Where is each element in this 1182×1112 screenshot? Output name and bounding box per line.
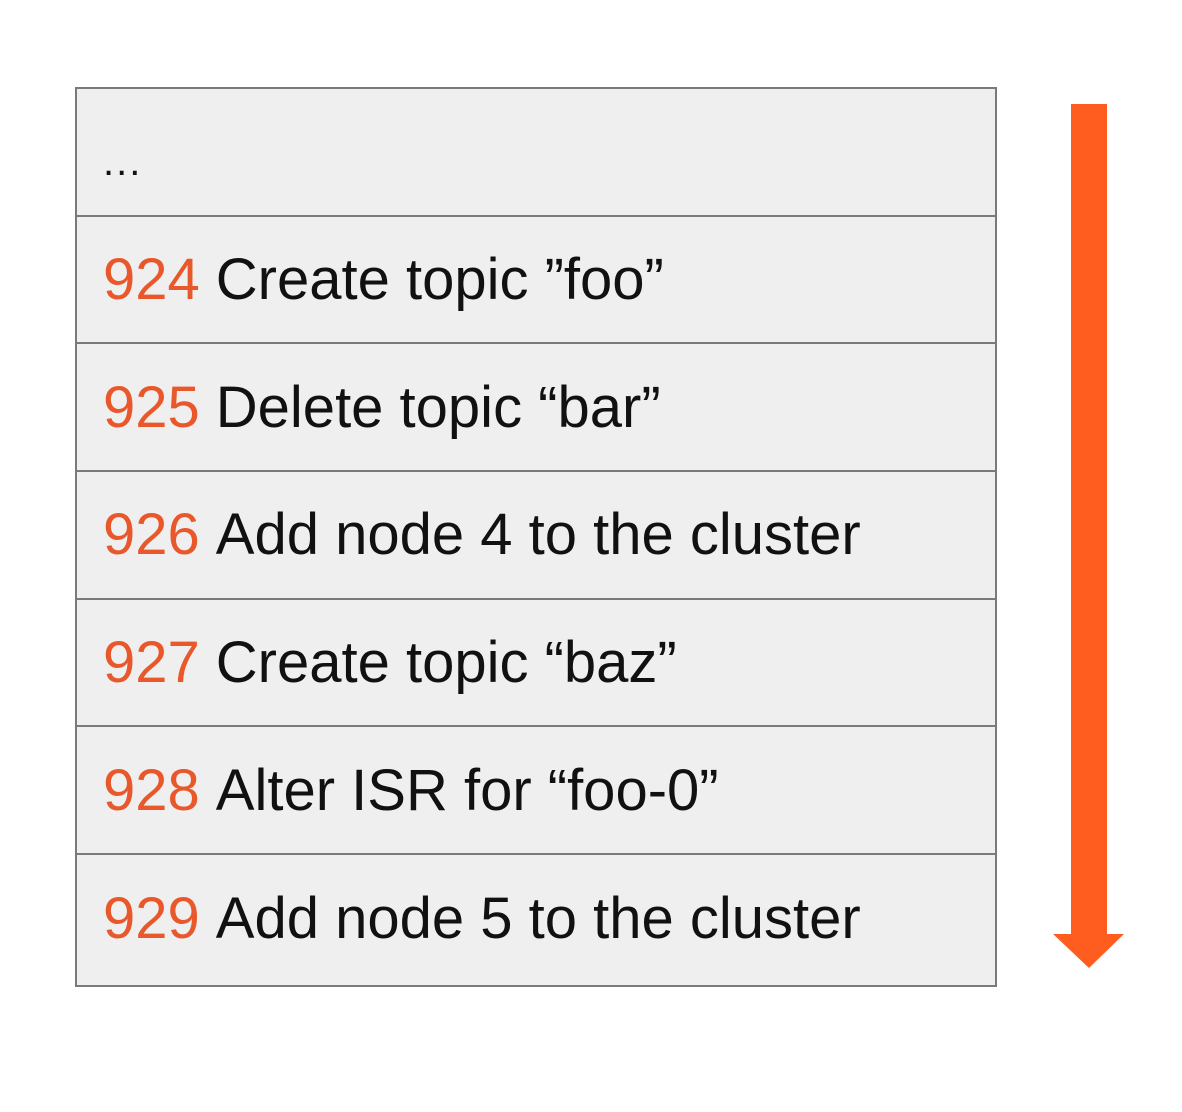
metadata-log-table: ... 924 Create topic ”foo” 925 Delete to… <box>75 87 997 987</box>
log-row-929: 929 Add node 5 to the cluster <box>77 855 995 983</box>
log-row-924: 924 Create topic ”foo” <box>77 217 995 345</box>
log-offset: 928 <box>103 757 200 823</box>
arrow-shaft <box>1071 104 1107 936</box>
log-record-text: Create topic ”foo” <box>215 247 664 313</box>
log-offset: 924 <box>103 247 200 313</box>
log-row-926: 926 Add node 4 to the cluster <box>77 472 995 600</box>
arrow-head <box>1053 934 1124 968</box>
ellipsis-text: ... <box>103 139 143 184</box>
log-offset: 926 <box>103 502 200 568</box>
log-offset: 927 <box>103 630 200 696</box>
log-record-text: Alter ISR for “foo-0” <box>215 757 719 823</box>
log-row-927: 927 Create topic “baz” <box>77 600 995 728</box>
log-record-text: Add node 4 to the cluster <box>215 502 861 568</box>
log-offset: 925 <box>103 374 200 440</box>
log-row-928: 928 Alter ISR for “foo-0” <box>77 727 995 856</box>
log-record-text: Delete topic “bar” <box>215 374 661 440</box>
log-offset: 929 <box>103 886 200 952</box>
log-record-text: Create topic “baz” <box>215 630 677 696</box>
log-row-ellipsis: ... <box>77 89 995 217</box>
log-record-text: Add node 5 to the cluster <box>215 886 861 952</box>
log-row-925: 925 Delete topic “bar” <box>77 344 995 473</box>
